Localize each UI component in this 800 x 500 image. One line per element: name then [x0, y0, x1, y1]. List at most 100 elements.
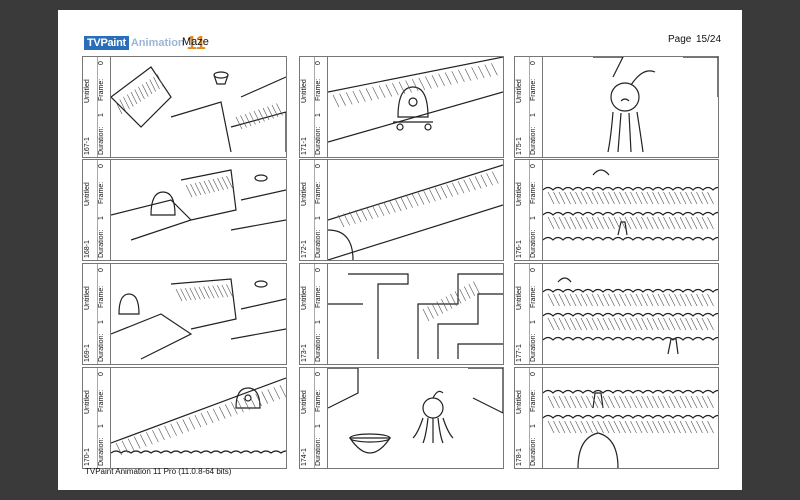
duration-value: 1	[98, 216, 105, 220]
panel-sketch-slope-character	[111, 368, 286, 468]
page-number: 15/24	[696, 34, 722, 45]
frame-label: Frame:	[530, 78, 537, 101]
duration-value: 1	[530, 320, 537, 324]
logo-brand: TVPaint	[84, 36, 129, 50]
frame-label: Frame:	[315, 78, 322, 101]
duration-label: Duration:	[315, 126, 322, 155]
strip-divider	[314, 160, 315, 260]
duration-value: 1	[315, 113, 322, 117]
duration-value: 1	[98, 424, 105, 428]
panel-sketch-maze-character-left	[111, 264, 286, 364]
frame-start-value: 0	[315, 61, 322, 65]
shot-number: 176-1	[516, 240, 523, 258]
logo-product: Animation	[130, 37, 185, 49]
strip-divider	[314, 57, 315, 157]
shot-number: 167-1	[84, 137, 91, 155]
shot-number: 177-1	[516, 344, 523, 362]
frame-start-value: 0	[315, 268, 322, 272]
duration-label: Duration:	[315, 333, 322, 362]
shot-number: 168-1	[84, 240, 91, 258]
frame-start-value: 0	[98, 372, 105, 376]
layer-name: Untitled	[301, 286, 308, 310]
panel-sketch-waves-head	[543, 368, 718, 468]
strip-divider	[529, 57, 530, 157]
frame-label: Frame:	[315, 389, 322, 412]
frame-start-value: 0	[530, 268, 537, 272]
layer-name: Untitled	[84, 390, 91, 414]
shot-number: 173-1	[301, 344, 308, 362]
duration-label: Duration:	[98, 437, 105, 466]
tvpaint-logo: TVPaint Animation 11	[84, 33, 206, 53]
layer-name: Untitled	[301, 79, 308, 103]
layer-name: Untitled	[301, 182, 308, 206]
strip-divider	[529, 264, 530, 364]
panel-sketch-bowl-creature	[328, 368, 503, 468]
strip-divider	[529, 368, 530, 468]
layer-name: Untitled	[84, 182, 91, 206]
frame-label: Frame:	[98, 181, 105, 204]
panel-sketch-waves-hand	[543, 160, 718, 260]
duration-label: Duration:	[315, 437, 322, 466]
duration-label: Duration:	[98, 229, 105, 258]
storyboard-page: TVPaint Animation 11 Maze Page 15/24 Unt…	[58, 10, 742, 490]
duration-value: 1	[315, 216, 322, 220]
duration-value: 1	[530, 424, 537, 428]
shot-number: 170-1	[84, 448, 91, 466]
layer-name: Untitled	[84, 79, 91, 103]
layer-name: Untitled	[516, 390, 523, 414]
frame-label: Frame:	[98, 285, 105, 308]
page-label: Page	[668, 34, 692, 45]
strip-divider	[97, 160, 98, 260]
frame-label: Frame:	[530, 389, 537, 412]
frame-start-value: 0	[98, 268, 105, 272]
panel-sketch-maze-top-view	[328, 264, 503, 364]
version-footer: TVPaint Animation 11 Pro (11.0.8-64 bits…	[85, 467, 232, 476]
frame-label: Frame:	[530, 285, 537, 308]
panel-sketch-creature-closeup	[543, 57, 718, 157]
shot-number: 174-1	[301, 448, 308, 466]
duration-value: 1	[530, 216, 537, 220]
frame-label: Frame:	[315, 181, 322, 204]
duration-value: 1	[98, 320, 105, 324]
frame-start-value: 0	[315, 164, 322, 168]
strip-divider	[314, 368, 315, 468]
layer-name: Untitled	[516, 79, 523, 103]
layer-name: Untitled	[301, 390, 308, 414]
document-title: Maze	[182, 36, 209, 48]
shot-number: 171-1	[301, 137, 308, 155]
frame-start-value: 0	[98, 61, 105, 65]
duration-value: 1	[530, 113, 537, 117]
duration-label: Duration:	[530, 333, 537, 362]
duration-label: Duration:	[530, 437, 537, 466]
layer-name: Untitled	[516, 182, 523, 206]
duration-label: Duration:	[530, 126, 537, 155]
duration-value: 1	[98, 113, 105, 117]
frame-label: Frame:	[98, 389, 105, 412]
panel-sketch-slope-empty	[328, 160, 503, 260]
frame-start-value: 0	[530, 164, 537, 168]
frame-start-value: 0	[98, 164, 105, 168]
layer-name: Untitled	[84, 286, 91, 310]
shot-number: 178-1	[516, 448, 523, 466]
strip-divider	[529, 160, 530, 260]
duration-value: 1	[315, 424, 322, 428]
